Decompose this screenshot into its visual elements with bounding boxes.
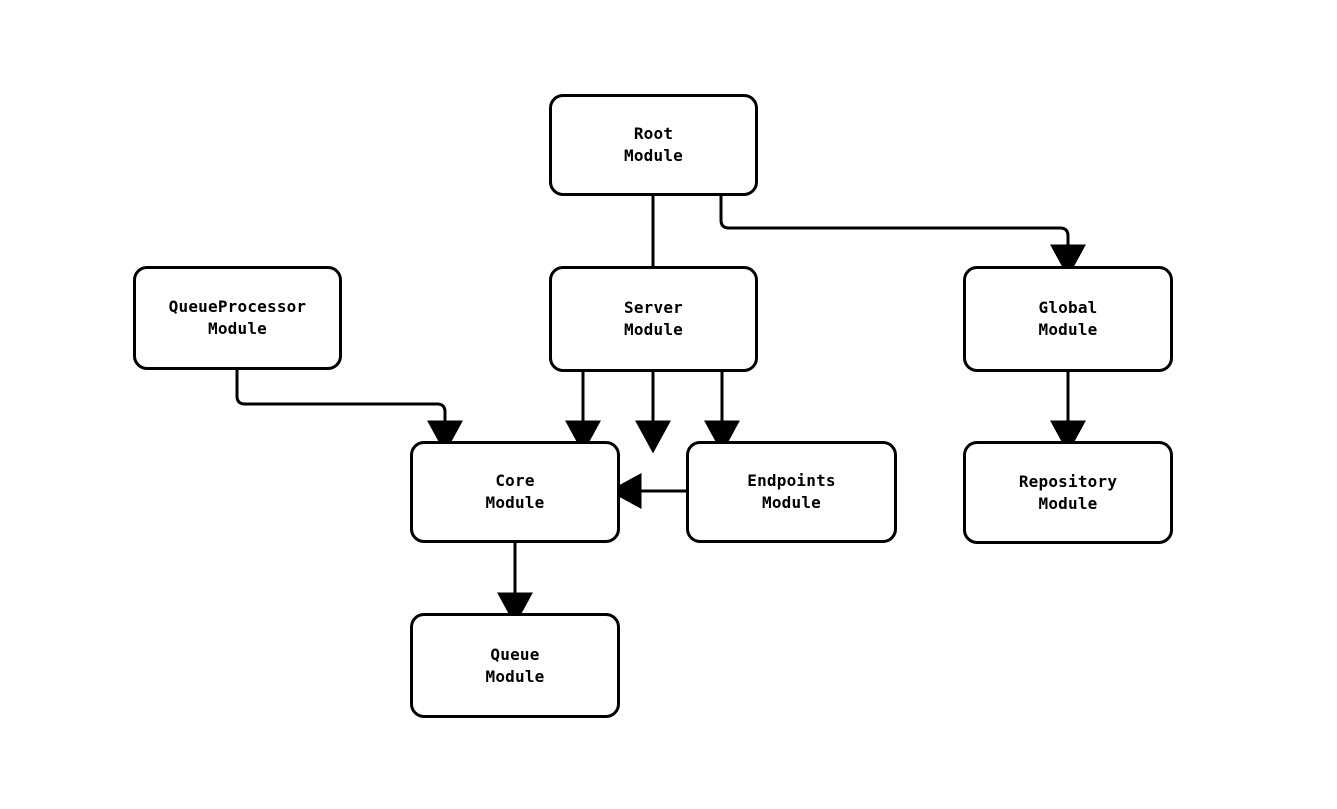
node-queue-module-suffix: Module <box>485 666 545 686</box>
node-endpoints-module-name: Endpoints <box>747 471 836 490</box>
node-queueprocessor-module[interactable]: QueueProcessor Module <box>133 266 342 370</box>
node-repository-module-name: Repository <box>1018 471 1118 491</box>
node-queue-module-name: Queue <box>490 644 540 664</box>
node-core-module-name: Core <box>495 471 535 490</box>
node-global-module-suffix: Module <box>1038 320 1098 339</box>
node-global-module-name: Global <box>1038 298 1098 317</box>
node-queueprocessor-module-suffix: Module <box>208 319 267 338</box>
node-server-module-name: Server <box>624 298 683 317</box>
node-endpoints-module-suffix: Module <box>762 493 821 512</box>
node-global-module[interactable]: Global Module <box>963 266 1173 372</box>
node-core-module[interactable]: Core Module <box>410 441 620 543</box>
edge-root-to-global <box>719 196 1086 278</box>
node-core-module-suffix: Module <box>485 493 545 512</box>
node-repository-module-suffix: Module <box>1038 493 1098 513</box>
node-endpoints-module[interactable]: Endpoints Module <box>686 441 897 543</box>
edge-queueprocessor-to-core <box>235 370 463 454</box>
node-root-module[interactable]: Root Module <box>549 94 758 196</box>
node-root-module-name: Root <box>633 124 674 143</box>
node-queueprocessor-module-name: QueueProcessor <box>168 297 307 316</box>
node-repository-module[interactable]: Repository Module <box>963 441 1173 544</box>
node-root-module-suffix: Module <box>624 146 683 165</box>
node-server-module[interactable]: Server Module <box>549 266 758 372</box>
node-queue-module[interactable]: Queue Module <box>410 613 620 718</box>
node-server-module-suffix: Module <box>624 320 683 339</box>
